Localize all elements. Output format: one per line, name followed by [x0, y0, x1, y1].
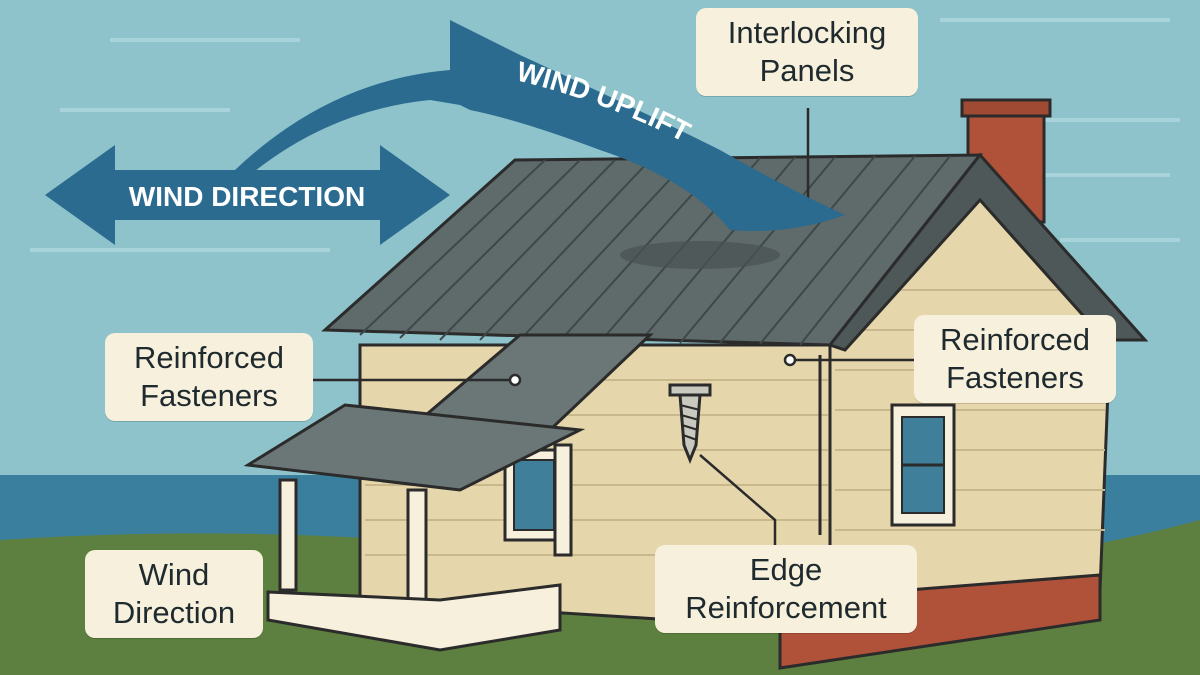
window-left [503, 448, 565, 542]
window-right [890, 403, 956, 527]
porch-roof [243, 333, 654, 652]
wind-direction-arrow: WIND DIRECTION [45, 145, 450, 245]
wind-direction-arrow-label: WIND DIRECTION [129, 181, 365, 212]
label-wind-direction: Wind Direction [85, 550, 263, 638]
label-reinforced-fasteners-left: Reinforced Fasteners [105, 333, 313, 421]
label-edge-reinforcement: Edge Reinforcement [655, 545, 917, 633]
screw-icon [668, 383, 712, 465]
label-reinforced-fasteners-right: Reinforced Fasteners [914, 315, 1116, 403]
label-interlocking-panels: Interlocking Panels [696, 8, 918, 96]
